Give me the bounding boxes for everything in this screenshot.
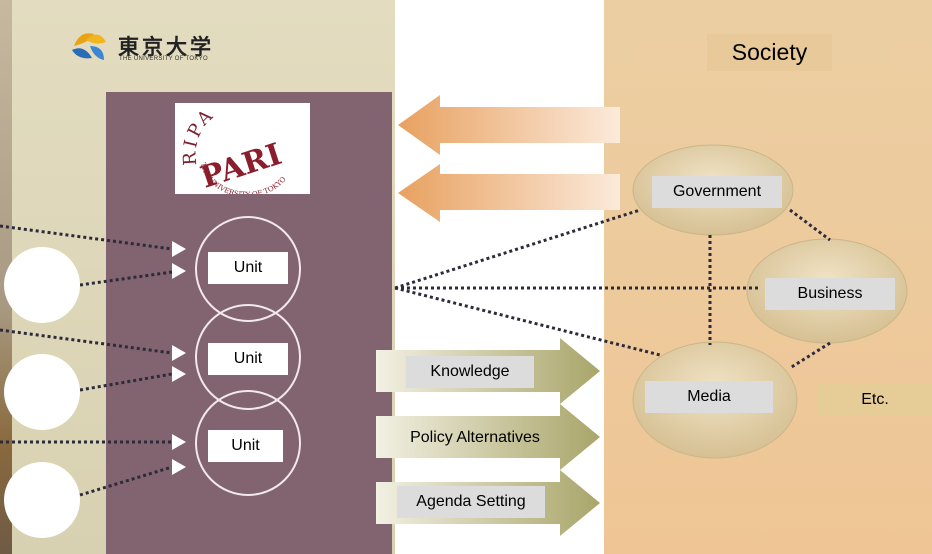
university-name: 東京大学 [118,34,214,59]
left-circles [4,247,80,538]
pari-logo-card: RIPA PARI THE UNIVERSITY OF TOKYO [175,103,310,194]
pari-logo-icon: RIPA PARI THE UNIVERSITY OF TOKYO [179,104,287,194]
media-label: Media [645,381,773,413]
government-label: Government [652,176,782,208]
business-label: Business [765,278,895,310]
arrowheads [172,241,186,475]
orange-arrow-bottom [398,164,620,222]
output-knowledge: Knowledge [406,356,534,388]
output-agenda-setting: Agenda Setting [397,486,545,518]
green-arrow-policy [376,404,600,470]
output-policy-alternatives: Policy Alternatives [410,429,540,446]
orange-arrow-top [398,95,620,155]
unit-label-1: Unit [208,252,288,284]
unit-label-2: Unit [208,343,288,375]
unit-label-3: Unit [208,430,283,462]
connection-lines [0,208,831,497]
society-title: Society [707,34,832,71]
etc-label: Etc. [818,384,932,416]
unit-circles [195,216,301,496]
university-subtitle: THE UNIVERSITY OF TOKYO [119,56,208,62]
